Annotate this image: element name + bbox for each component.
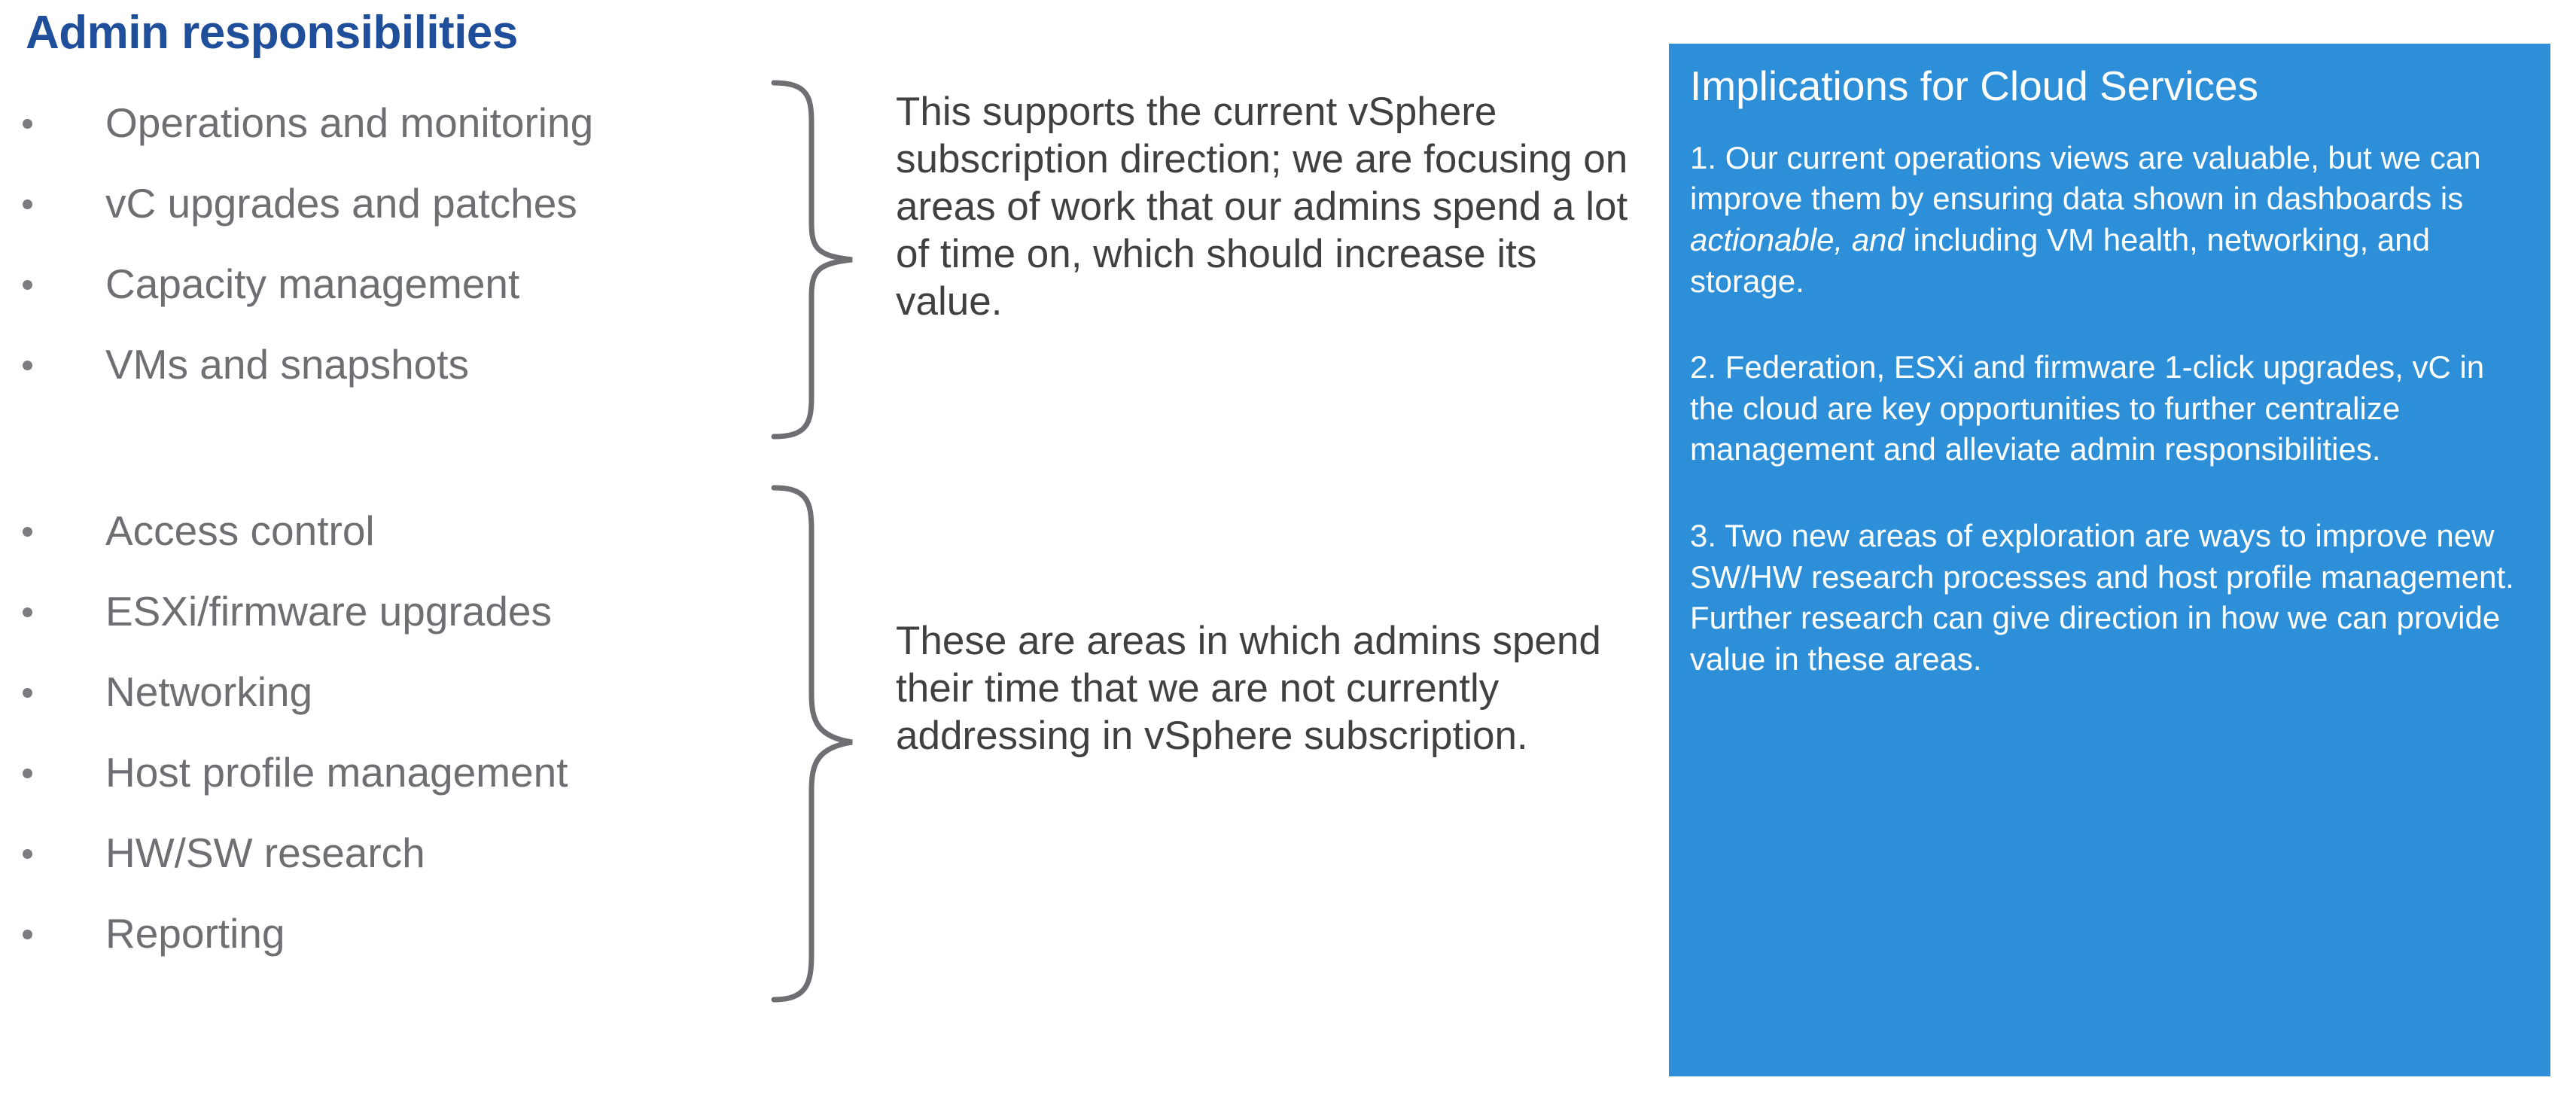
bullet-dot-icon — [23, 118, 32, 129]
list-item-label: Operations and monitoring — [105, 99, 594, 146]
bullet-dot-icon — [23, 848, 32, 859]
bullet-dot-icon — [23, 768, 32, 778]
list-item-label: VMs and snapshots — [105, 341, 470, 388]
list-item: Reporting — [0, 893, 568, 974]
list-item: VMs and snapshots — [0, 324, 593, 405]
annotation-supported-areas: This supports the current vSphere subscr… — [896, 90, 1628, 324]
implication-point-2: 2. Federation, ESXi and firmware 1-click… — [1690, 349, 2485, 467]
list-item-label: ESXi/firmware upgrades — [105, 588, 553, 635]
bullet-dot-icon — [23, 279, 32, 290]
bullet-dot-icon — [23, 360, 32, 370]
implications-panel: Implications for Cloud Services 1. Our c… — [1669, 44, 2550, 1076]
bullet-dot-icon — [23, 199, 32, 209]
list-item-label: Host profile management — [105, 749, 568, 796]
implications-panel-title: Implications for Cloud Services — [1690, 62, 2259, 109]
list-item-label: Reporting — [105, 910, 285, 957]
list-item-label: Capacity management — [105, 260, 520, 307]
list-item: Access control — [0, 491, 568, 571]
bullet-dot-icon — [23, 929, 32, 939]
bullet-dot-icon — [23, 687, 32, 698]
curly-brace-top-icon — [771, 80, 853, 440]
list-item: vC upgrades and patches — [0, 163, 593, 244]
list-item: ESXi/firmware upgrades — [0, 571, 568, 652]
implication-point-1: 1. Our current operations views are valu… — [1690, 138, 2520, 302]
implication-point-1-tail: including VM health, networking, and sto… — [1690, 222, 2430, 299]
list-item-label: Access control — [105, 507, 375, 554]
list-item: Capacity management — [0, 244, 593, 324]
list-item: HW/SW research — [0, 813, 568, 893]
bullet-dot-icon — [23, 526, 32, 537]
curly-brace-bottom-icon — [771, 485, 853, 1003]
list-item-label: HW/SW research — [105, 829, 425, 876]
list-item: Operations and monitoring — [0, 83, 593, 163]
implication-point-1-emphasis: actionable, and — [1690, 222, 1905, 258]
implication-point-3: 3. Two new areas of exploration are ways… — [1690, 518, 2514, 677]
list-item-label: vC upgrades and patches — [105, 180, 577, 227]
annotation-not-addressed-areas: These are areas in which admins spend th… — [896, 619, 1601, 759]
list-item-label: Networking — [105, 668, 313, 715]
list-item: Networking — [0, 652, 568, 732]
list-item: Host profile management — [0, 732, 568, 813]
page-title: Admin responsibilities — [26, 7, 518, 59]
implication-point-1-lead: 1. Our current operations views are valu… — [1690, 139, 2481, 217]
admin-responsibilities-not-addressed-list: Access control ESXi/firmware upgrades Ne… — [0, 491, 568, 974]
bullet-dot-icon — [23, 607, 32, 617]
admin-responsibilities-supported-list: Operations and monitoring vC upgrades an… — [0, 83, 593, 405]
